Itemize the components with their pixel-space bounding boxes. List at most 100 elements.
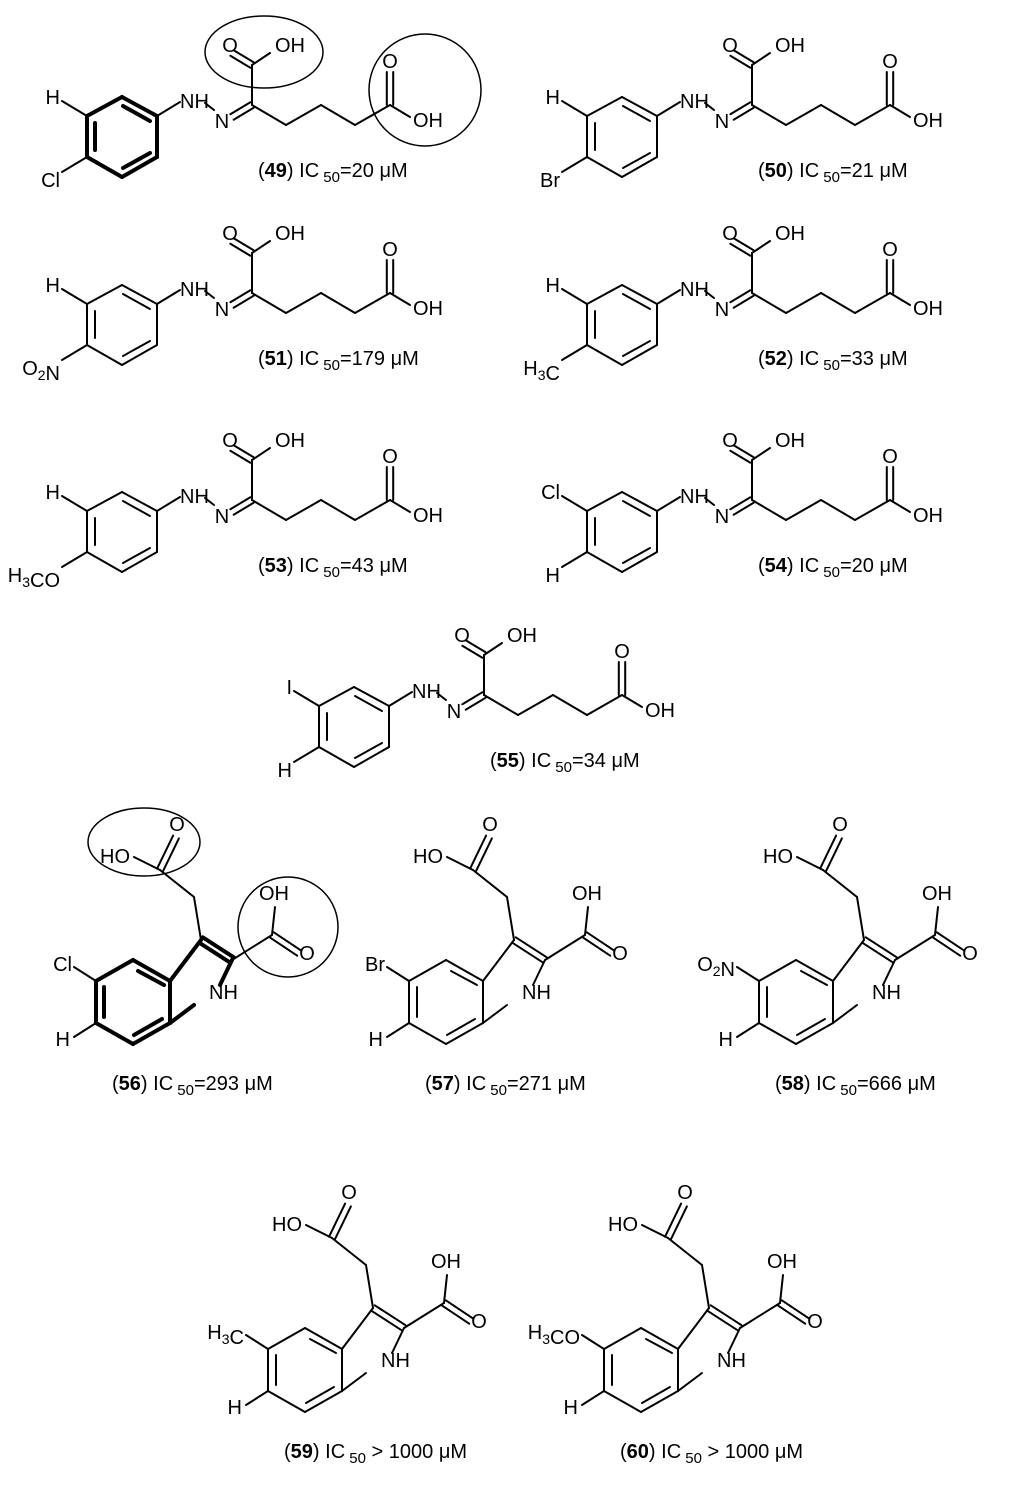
bond	[709, 1304, 743, 1327]
atom-label: OH	[775, 35, 805, 57]
bond	[621, 156, 658, 178]
bond	[889, 499, 911, 513]
bond	[889, 292, 911, 306]
bond	[894, 934, 936, 961]
atom-label: N	[215, 299, 229, 321]
bond	[751, 499, 787, 521]
bond	[86, 284, 123, 305]
bond	[229, 54, 252, 69]
atom-label: OH	[275, 223, 305, 245]
bond	[482, 939, 515, 982]
bond	[586, 284, 623, 305]
atom-label: O	[382, 239, 398, 261]
bond	[120, 95, 159, 118]
nh-label: NH	[180, 279, 209, 301]
bond	[304, 1390, 343, 1413]
bond	[854, 104, 891, 126]
bond	[581, 1390, 605, 1406]
bond	[229, 496, 252, 511]
bond	[86, 344, 123, 366]
atom-label: O	[677, 1182, 693, 1204]
atom-label: O	[471, 1311, 487, 1333]
bond	[133, 856, 161, 871]
bond	[436, 692, 447, 701]
bond	[446, 856, 474, 871]
atom-label: OH	[413, 110, 443, 132]
bond	[229, 101, 252, 116]
bond	[218, 958, 234, 987]
atom-label: OH	[913, 110, 943, 132]
bond	[353, 746, 390, 768]
bond	[785, 104, 822, 126]
bond	[200, 935, 236, 960]
bond	[701, 1264, 710, 1309]
atom-label: H	[564, 1397, 578, 1419]
nh-label: NH	[180, 91, 209, 113]
bond	[758, 959, 797, 982]
bond	[318, 686, 355, 707]
bond	[232, 501, 255, 516]
bond	[585, 931, 615, 952]
bond	[461, 644, 484, 659]
bond	[120, 155, 159, 179]
atom-label: O	[222, 35, 238, 57]
bond	[622, 500, 651, 517]
bond	[156, 289, 181, 305]
bond	[622, 547, 651, 564]
atom-label: OH	[431, 1251, 461, 1273]
bond	[582, 936, 612, 957]
bond	[854, 499, 891, 521]
bond	[370, 1309, 404, 1332]
atom-label: O	[299, 943, 315, 965]
bond	[586, 344, 623, 366]
substituent-label: Cl	[53, 954, 72, 976]
bond	[285, 499, 322, 521]
bond	[729, 242, 752, 257]
atom-label: HO	[763, 846, 793, 868]
substituent-label: H	[546, 275, 560, 297]
bond	[232, 49, 255, 64]
bond	[309, 1338, 337, 1354]
substituent-label: H	[46, 482, 60, 504]
substituent-label: H3C	[523, 358, 560, 385]
atom-label: OH	[507, 625, 537, 647]
bond	[561, 100, 588, 117]
atom-label: HO	[608, 1214, 638, 1236]
atom-label: OH	[922, 883, 952, 905]
atom-label: O	[807, 1311, 823, 1333]
bond	[561, 344, 588, 361]
substituent-label: Br	[540, 170, 560, 192]
atom-label: OH	[775, 430, 805, 452]
bond	[854, 292, 891, 314]
bond	[785, 292, 822, 314]
ic50-caption: (60) IC 50 > 1000 μM	[620, 1441, 803, 1467]
bond	[736, 1022, 760, 1038]
atom-label: OH	[275, 430, 305, 452]
nh-label: NH	[522, 982, 551, 1004]
substituent-label: H3CO	[528, 1322, 580, 1349]
bond	[751, 292, 787, 314]
bond	[61, 551, 88, 568]
bond	[640, 1390, 679, 1413]
nh-label: NH	[680, 279, 709, 301]
atom-label: N	[715, 111, 729, 133]
bond	[251, 499, 287, 521]
bond	[729, 289, 752, 304]
bond	[441, 1304, 471, 1325]
atom-label: N	[215, 506, 229, 528]
bond	[61, 288, 88, 305]
substituent-label: I	[286, 677, 292, 699]
bond	[444, 1299, 474, 1320]
atom-label: O	[882, 51, 898, 73]
bond	[864, 936, 898, 959]
substituent-label: O2N	[22, 358, 60, 385]
substituent-label: Cl	[541, 482, 560, 504]
bond	[483, 694, 519, 716]
ic50-caption: (58) IC 50=666 μM	[775, 1073, 936, 1099]
bond	[795, 959, 834, 982]
highlight-circle	[204, 15, 324, 89]
nh-label: NH	[872, 982, 901, 1004]
atom-label: N	[715, 506, 729, 528]
bond	[732, 106, 755, 121]
